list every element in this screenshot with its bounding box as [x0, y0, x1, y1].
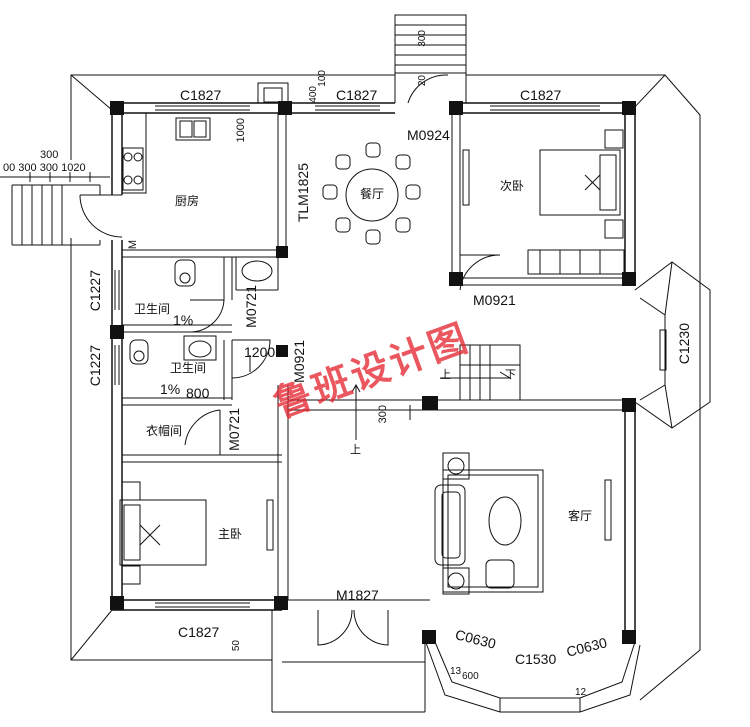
door-label-bath-1: M0721: [243, 285, 259, 328]
room-label-master-bedroom: 主卧: [218, 527, 243, 541]
dim-stair-300-b: 300: [377, 405, 389, 424]
dim-bay-13: 13: [450, 666, 462, 677]
room-label-dining: 餐厅: [360, 187, 385, 201]
room-label-closet: 衣帽间: [146, 424, 183, 438]
dim-rear-stair-300: 300: [417, 30, 428, 47]
duct-shaft: [257, 82, 289, 104]
structural-columns: [110, 101, 636, 644]
window-label-left-bath-1: C1227: [87, 270, 103, 312]
room-label-second-bedroom: 次卧: [500, 179, 525, 193]
interior-walls: [122, 113, 630, 713]
dim-stair-300: 300: [40, 149, 59, 161]
room-label-kitchen: 厨房: [175, 194, 200, 208]
stair-label-down: 下: [505, 369, 516, 381]
door-label-entrance: M1827: [336, 587, 379, 603]
dim-bottom-50: 50: [231, 640, 242, 652]
slope-bath-1: 1%: [173, 312, 194, 328]
dim-bay-600: 600: [462, 671, 479, 682]
windows: [114, 105, 667, 608]
door-label-sliding: TLM1825: [295, 163, 311, 223]
door-label-closet: M0721: [226, 408, 242, 451]
dim-corridor-1200: 1200: [244, 344, 276, 360]
dim-bay-12: 12: [575, 687, 587, 698]
rear-stairs: [394, 14, 467, 104]
interior-stairs: [440, 344, 521, 401]
dim-kitchen-1000: 1000: [235, 118, 247, 143]
dim-rear-stair-20: 20: [417, 75, 428, 87]
bay-window-side: [634, 261, 711, 429]
window-label-top-mid: C1827: [336, 87, 378, 103]
master-bedroom-furniture: [119, 481, 207, 585]
door-swings: [79, 194, 501, 646]
window-label-left-bath-2: C1227: [87, 345, 103, 387]
dim-bath-800: 800: [186, 385, 210, 401]
window-label-bay-front-mid: C1530: [515, 651, 557, 667]
dim-top-100: 100: [317, 70, 328, 87]
second-bedroom-furniture: [527, 129, 625, 275]
room-label-bathroom-2: 卫生间: [170, 361, 207, 375]
window-label-bay-side: C1230: [676, 323, 692, 365]
dim-stair-row: 00 300 300 1020: [3, 162, 86, 174]
left-entry-stairs: [0, 172, 110, 246]
bay-window-front: [424, 639, 641, 713]
slope-bath-2: 1%: [160, 381, 181, 397]
living-room-furniture: [434, 452, 544, 595]
dining-table: [322, 142, 421, 245]
window-label-bottom-left: C1827: [178, 624, 220, 640]
window-label-top-left: C1827: [180, 87, 222, 103]
roof-eave-outline: [70, 74, 701, 701]
window-label-top-right: C1827: [520, 87, 562, 103]
stair-label-up-2: 上: [440, 369, 451, 381]
kitchen-fixtures: [121, 112, 211, 194]
room-label-living-room: 客厅: [568, 509, 593, 523]
dimension-marks: [249, 355, 411, 420]
dim-top-400: 400: [308, 86, 319, 103]
exterior-walls: [111, 102, 636, 640]
door-label-kitchen-side: M: [127, 240, 139, 250]
stair-label-up-1: 上: [350, 444, 361, 456]
bathroom-fixtures: [129, 259, 273, 365]
stair-arrows: [351, 383, 361, 440]
door-label-dining-bedroom: M0924: [407, 127, 450, 143]
room-label-bathroom-1: 卫生间: [134, 302, 171, 316]
door-label-bedroom: M0921: [473, 292, 516, 308]
